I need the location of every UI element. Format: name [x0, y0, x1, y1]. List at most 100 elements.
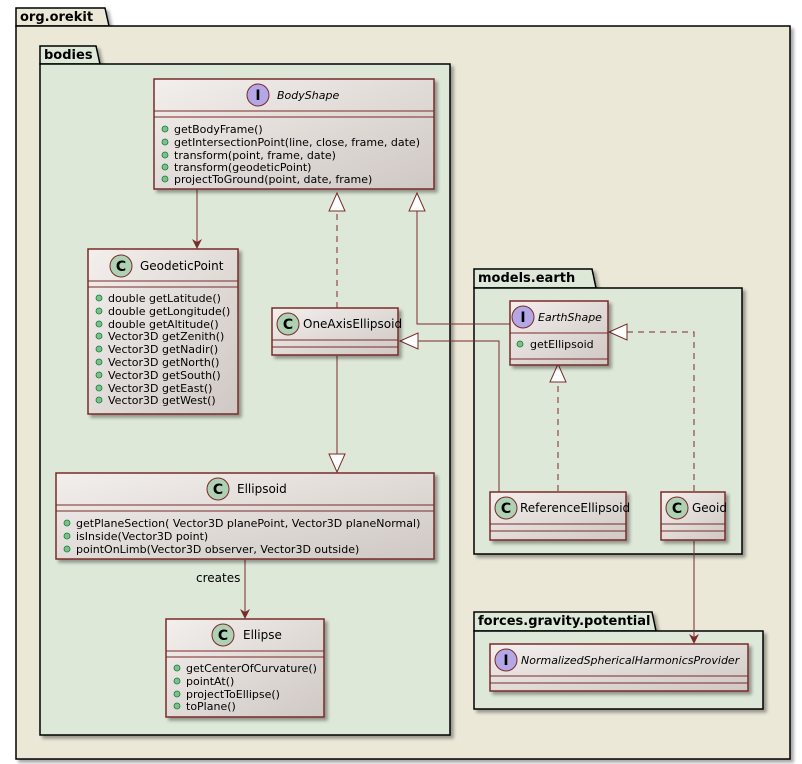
stereotype-label: C	[501, 501, 511, 517]
public-member-icon	[516, 340, 524, 348]
class-name: Ellipsoid	[237, 482, 287, 496]
class-body-shape[interactable]: I BodyShape getBodyFrame() getIntersecti…	[153, 78, 435, 190]
package-title: forces.gravity.potential	[478, 614, 650, 629]
member: toPlane()	[186, 700, 236, 713]
relations	[192, 189, 699, 644]
member: getPlaneSection( Vector3D planePoint, Ve…	[76, 517, 420, 530]
member: projectToGround(point, date, frame)	[174, 173, 372, 186]
stereotype-label: C	[283, 317, 293, 333]
public-member-icon	[161, 163, 169, 171]
class-ellipsoid[interactable]: C Ellipsoid getPlaneSection( Vector3D pl…	[55, 472, 435, 560]
class-icon	[109, 254, 133, 278]
member: getBodyFrame()	[174, 123, 263, 136]
member: projectToEllipse()	[186, 688, 280, 701]
package-title: models.earth	[478, 271, 575, 286]
interface-icon	[246, 83, 270, 107]
class-geodetic-point[interactable]: C GeodeticPoint double getLatitude() dou…	[87, 248, 239, 415]
member: Vector3D getWest()	[108, 394, 216, 407]
member-list: double getLatitude() double getLongitude…	[95, 292, 230, 407]
member: Vector3D getZenith()	[108, 330, 224, 343]
public-member-icon	[161, 175, 169, 183]
stereotype-label: I	[503, 653, 508, 669]
class-normalized-spherical-harmonics-provider[interactable]: I NormalizedSphericalHarmonicsProvider	[489, 643, 749, 692]
member-list: getPlaneSection( Vector3D planePoint, Ve…	[63, 517, 420, 556]
package-title: bodies	[44, 48, 93, 63]
public-member-icon	[173, 677, 181, 685]
member-list: getEllipsoid	[516, 338, 594, 351]
member: double getAltitude()	[108, 318, 219, 331]
class-name: Geoid	[692, 501, 727, 515]
generalization-head	[408, 191, 426, 212]
member: isInside(Vector3D point)	[76, 530, 208, 543]
realization-head	[549, 362, 567, 383]
public-member-icon	[173, 702, 181, 710]
generalization-line	[418, 340, 500, 492]
member: Vector3D getEast()	[108, 382, 212, 395]
generalization-head	[398, 332, 419, 350]
realization-head	[607, 323, 628, 341]
generalization-head	[328, 453, 346, 474]
member: Vector3D getNorth()	[108, 356, 219, 369]
class-name: NormalizedSphericalHarmonicsProvider	[521, 654, 741, 667]
interface-icon	[494, 648, 518, 672]
public-member-icon	[95, 345, 103, 353]
public-member-icon	[95, 332, 103, 340]
public-member-icon	[95, 358, 103, 366]
public-member-icon	[63, 519, 71, 527]
public-member-icon	[161, 151, 169, 159]
public-member-icon	[95, 320, 103, 328]
member: getIntersectionPoint(line, close, frame,…	[174, 136, 420, 149]
package-title: org.orekit	[20, 10, 93, 25]
stereotype-label: C	[218, 628, 228, 644]
stereotype-label: I	[255, 88, 260, 104]
member-list: getBodyFrame() getIntersectionPoint(line…	[161, 123, 420, 186]
member: Vector3D getSouth()	[108, 369, 221, 382]
public-member-icon	[95, 396, 103, 404]
class-icon	[211, 623, 235, 647]
member: pointOnLimb(Vector3D observer, Vector3D …	[76, 543, 359, 556]
stereotype-label: C	[116, 259, 126, 275]
public-member-icon	[95, 307, 103, 315]
member: getCenterOfCurvature()	[186, 662, 317, 675]
class-one-axis-ellipsoid[interactable]: C OneAxisEllipsoid	[271, 307, 402, 356]
class-name: BodyShape	[277, 89, 339, 102]
class-name: GeodeticPoint	[140, 259, 224, 273]
public-member-icon	[95, 294, 103, 302]
class-earth-shape[interactable]: I EarthShape getEllipsoid	[509, 300, 609, 366]
generalization-line	[416, 211, 512, 325]
member: transform(point, frame, date)	[174, 149, 336, 162]
stereotype-label: C	[672, 501, 682, 517]
class-reference-ellipsoid[interactable]: C ReferenceEllipsoid	[489, 491, 630, 541]
class-icon	[206, 477, 230, 501]
class-name: OneAxisEllipsoid	[303, 317, 402, 331]
public-member-icon	[95, 371, 103, 379]
member: double getLongitude()	[108, 305, 230, 318]
class-icon	[494, 496, 518, 520]
class-name: Ellipse	[243, 628, 282, 642]
member: getEllipsoid	[530, 338, 594, 351]
class-icon	[665, 496, 689, 520]
public-member-icon	[95, 384, 103, 392]
interface-icon	[511, 305, 535, 329]
public-member-icon	[63, 545, 71, 553]
public-member-icon	[63, 532, 71, 540]
public-member-icon	[161, 138, 169, 146]
member: double getLatitude()	[108, 292, 221, 305]
stereotype-label: I	[520, 310, 525, 326]
class-ellipse[interactable]: C Ellipse getCenterOfCurvature() pointAt…	[165, 618, 325, 718]
realization-head	[328, 191, 346, 212]
public-member-icon	[173, 664, 181, 672]
class-name: ReferenceEllipsoid	[520, 501, 630, 515]
member: transform(geodeticPoint)	[174, 161, 311, 174]
class-icon	[276, 312, 300, 336]
class-name: EarthShape	[538, 311, 602, 324]
public-member-icon	[161, 125, 169, 133]
creates-label: creates	[196, 571, 240, 585]
stereotype-label: C	[213, 482, 223, 498]
member: Vector3D getNadir()	[108, 343, 218, 356]
class-geoid[interactable]: C Geoid	[660, 491, 727, 541]
member: pointAt()	[186, 675, 234, 688]
realization-line	[627, 331, 695, 491]
public-member-icon	[173, 690, 181, 698]
